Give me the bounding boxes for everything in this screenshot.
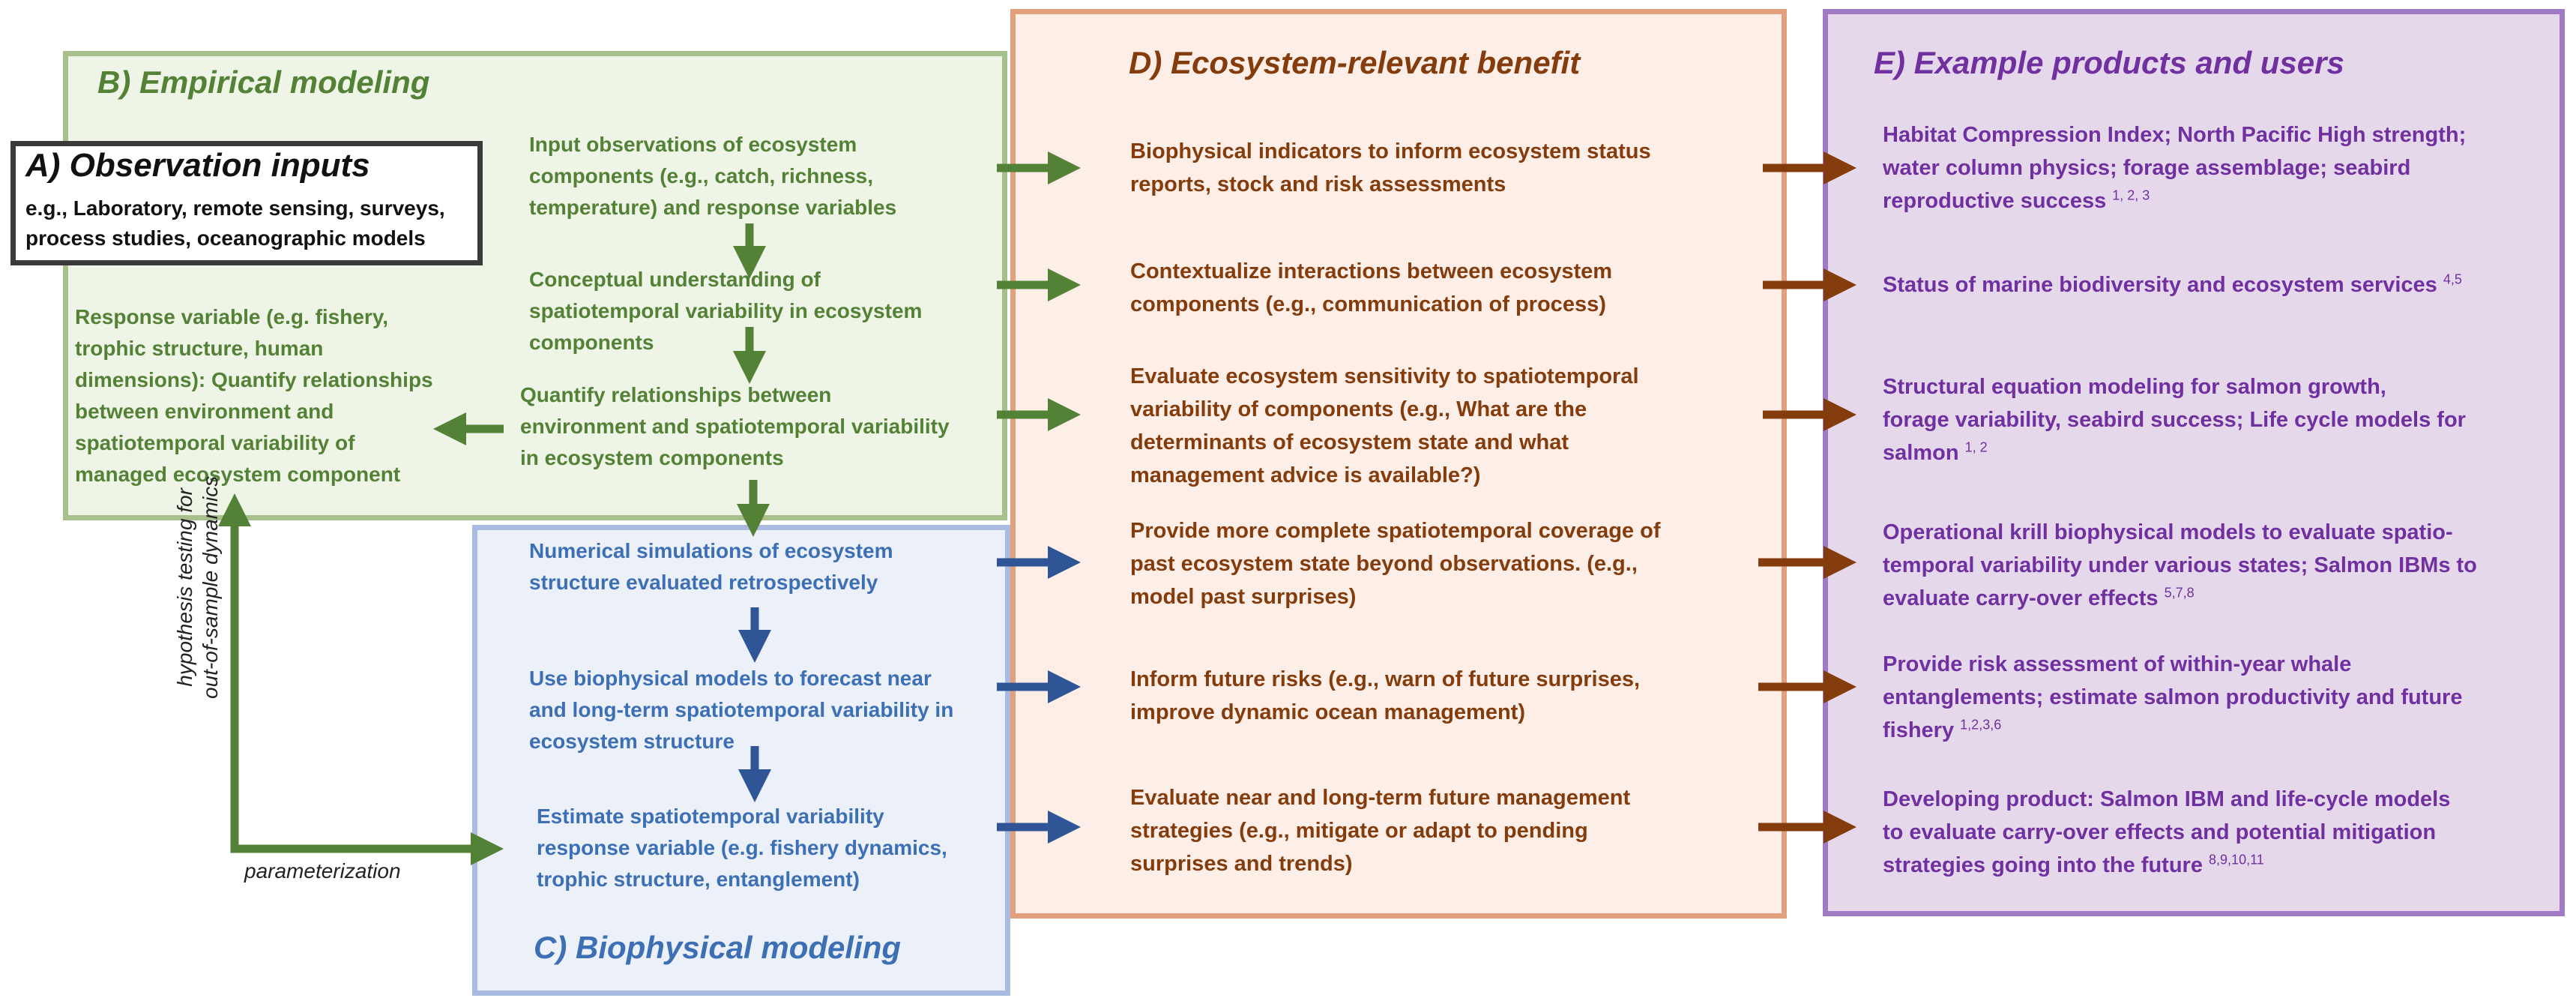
biophysical-modeling-panel (472, 525, 1010, 996)
biophysical-modeling-title: C) Biophysical modeling (534, 930, 902, 965)
ecosystem-benefit-title: D) Ecosystem-relevant benefit (1129, 45, 1581, 80)
benefit-item-5: Inform future risks (e.g., warn of futur… (1130, 667, 1641, 724)
empirical-modeling-title: B) Empirical modeling (97, 64, 430, 100)
ecosystem-benefit-panel (1010, 9, 1787, 919)
products-users-panel (1823, 9, 2565, 916)
arrow-hypothesis-testing (218, 493, 491, 853)
product-item-6: Developing product: Salmon IBM and life-… (1883, 787, 2451, 877)
benefit-item-4: Provide more complete spatiotemporal cov… (1130, 519, 1661, 609)
benefit-item-3: Evaluate ecosystem sensitivity to spatio… (1130, 364, 1639, 487)
empirical-modeling-panel (63, 51, 1007, 520)
parameterization-label: parameterization (244, 859, 401, 883)
observation-inputs-title: A) Observation inputs (25, 147, 370, 184)
observation-inputs-line-2: process studies, oceanographic models (25, 226, 426, 250)
product-item-4: Operational krill biophysical models to … (1883, 520, 2477, 610)
product-item-3: Structural equation modeling for salmon … (1883, 375, 2466, 465)
product-item-2: Status of marine biodiversity and ecosys… (1883, 271, 2462, 297)
benefit-item-2: Contextualize interactions between ecosy… (1130, 259, 1613, 316)
products-users-title: E) Example products and users (1874, 45, 2344, 80)
benefit-item-6: Evaluate near and long-term future manag… (1130, 786, 1631, 876)
observation-inputs-panel (10, 141, 483, 265)
benefit-item-1: Biophysical indicators to inform ecosyst… (1130, 139, 1651, 196)
product-item-1: Habitat Compression Index; North Pacific… (1883, 123, 2467, 213)
response-variable-text: Response variable (e.g. fishery,trophic … (75, 305, 433, 486)
product-item-5: Provide risk assessment of within-year w… (1883, 652, 2463, 742)
observation-inputs-line-1: e.g., Laboratory, remote sensing, survey… (25, 196, 445, 220)
